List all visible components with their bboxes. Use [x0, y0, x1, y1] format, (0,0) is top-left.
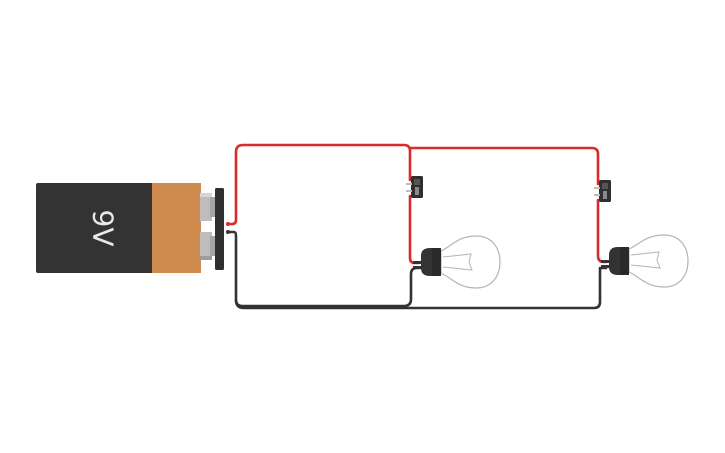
bulb-2[interactable]: [601, 234, 689, 288]
bulb-2-filament: [630, 251, 661, 269]
battery-positive-terminal[interactable]: [226, 222, 230, 226]
negative-wires: [226, 230, 608, 310]
wire-negative-bulb-2[interactable]: [234, 266, 608, 310]
wire-negative-battery[interactable]: [226, 230, 422, 308]
bulb-1-filament: [442, 253, 473, 271]
battery-body: [36, 183, 156, 273]
battery-9v[interactable]: 9V: [36, 183, 230, 273]
bulb-2-glass: [628, 234, 689, 288]
switch-1[interactable]: [406, 176, 423, 198]
battery-label: 9V: [87, 210, 120, 247]
switch-2[interactable]: [594, 180, 611, 202]
battery-negative-terminal[interactable]: [226, 230, 230, 234]
positive-wires: [226, 143, 608, 265]
wire-positive-rail-2[interactable]: [408, 146, 600, 186]
wire-positive-battery[interactable]: [226, 143, 412, 226]
wire-switch-1-bulb-1[interactable]: [408, 194, 420, 265]
battery-snap-connector: [215, 188, 224, 270]
battery-band: [152, 183, 201, 273]
bulb-1-glass: [440, 235, 501, 289]
bulb-1[interactable]: [413, 235, 501, 289]
battery-terminals: [200, 193, 216, 260]
wire-switch-2-bulb-2[interactable]: [596, 198, 608, 264]
